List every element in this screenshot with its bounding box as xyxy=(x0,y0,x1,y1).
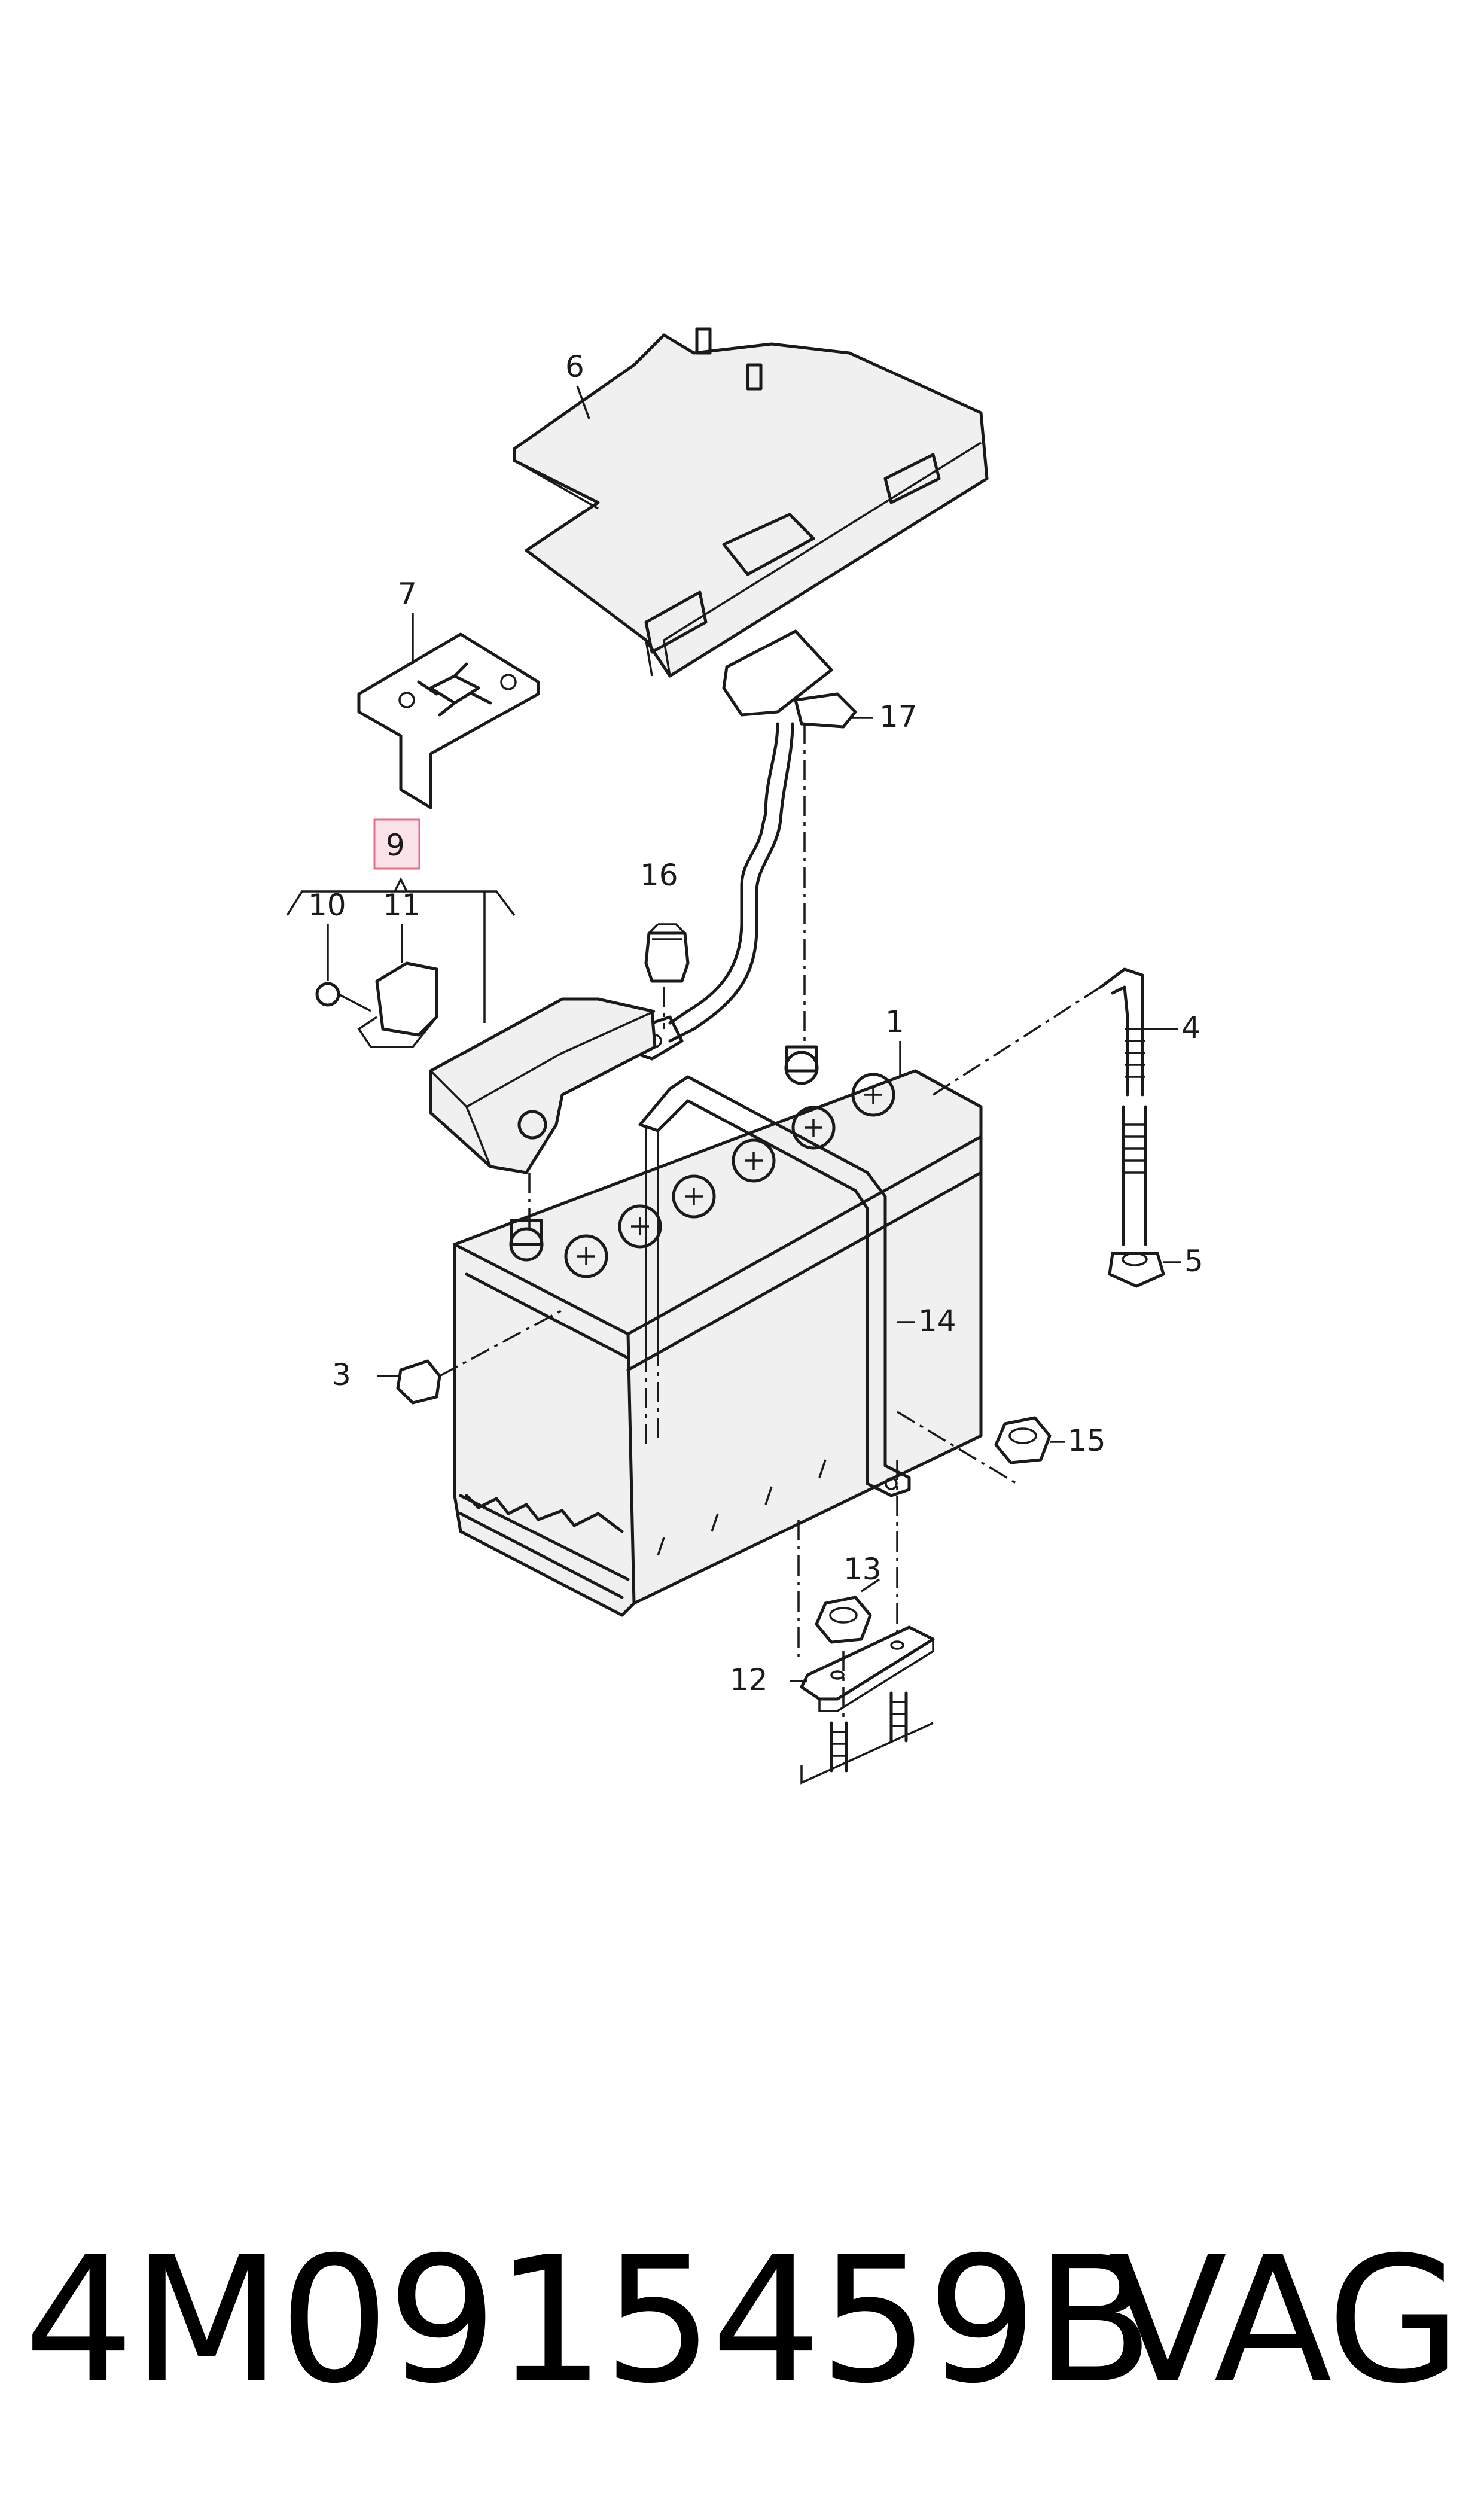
cap-part-16 xyxy=(644,923,690,983)
callout-13: 13 xyxy=(843,1552,882,1587)
callout-5: 5 xyxy=(1184,1244,1203,1278)
bolt-part-3 xyxy=(377,1359,441,1405)
assembly-lines xyxy=(439,724,1101,1723)
callout-17: 17 xyxy=(879,699,918,734)
callout-16: 16 xyxy=(640,858,678,893)
callout-14: 14 xyxy=(918,1304,956,1338)
callout-7: 7 xyxy=(398,577,417,611)
label-plate-part-7 xyxy=(357,632,540,809)
cable-part-17 xyxy=(632,629,873,1061)
part-number: 4M0915459B xyxy=(24,2220,1154,2422)
ground-strap-part-4 xyxy=(1099,967,1181,1288)
callout-11: 11 xyxy=(383,888,421,922)
brand-name: VAG xyxy=(1108,2220,1461,2422)
callout-15: 15 xyxy=(1068,1423,1106,1458)
nut-part-15 xyxy=(994,1416,1065,1464)
parts-diagram: 6 7 17 9 16 10 11 1 4 5 14 3 15 13 12 xyxy=(286,327,1203,1785)
strap-part-14 xyxy=(638,1075,915,1497)
callout-1: 1 xyxy=(885,1004,904,1039)
callout-9: 9 xyxy=(386,828,405,863)
bracket-part-12 xyxy=(790,1578,935,1785)
callout-4: 4 xyxy=(1181,1010,1200,1045)
battery-cover-part-6 xyxy=(513,327,989,678)
callout-12: 12 xyxy=(730,1663,768,1697)
battery-part-1 xyxy=(453,1045,983,1617)
cover-group-part-9 xyxy=(286,877,657,1174)
callout-3: 3 xyxy=(332,1357,351,1392)
callout-6: 6 xyxy=(565,349,584,384)
footer: 4M0915459B VAG xyxy=(0,2213,1484,2429)
callout-9-highlight xyxy=(373,818,420,870)
callout-10: 10 xyxy=(308,888,346,922)
